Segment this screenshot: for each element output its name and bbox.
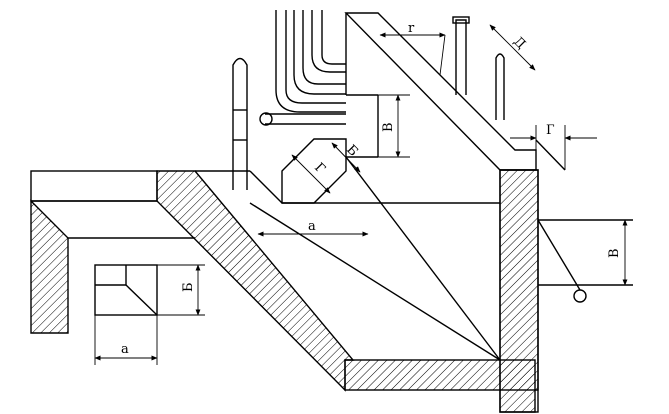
- label-b-box: Б: [181, 282, 196, 292]
- label-d-top: Д: [510, 34, 528, 52]
- diagonal-duct-body: [156, 170, 501, 392]
- dim-v-upper: В: [378, 94, 410, 158]
- vertical-riser-left: [232, 57, 248, 190]
- label-r-top: r: [408, 21, 415, 36]
- dim-a-box: a: [94, 315, 158, 365]
- dim-d-top: Д: [489, 24, 536, 71]
- pipe-bundle: [275, 10, 346, 113]
- dim-v-right: В: [607, 219, 628, 286]
- left-horizontal-duct: [30, 170, 195, 334]
- dim-g-diag: Г Б: [281, 138, 361, 204]
- dim-a-pipe: a: [257, 219, 369, 237]
- dim-r-top: r: [379, 21, 446, 76]
- label-g-right: Г: [311, 160, 328, 177]
- horizontal-pipe: [259, 112, 346, 126]
- label-v-upper: В: [381, 122, 396, 132]
- right-vertical-wall: [499, 169, 633, 413]
- detail-box: [94, 264, 158, 316]
- label-v-right: В: [607, 248, 622, 258]
- dim-g-upper: Г: [510, 123, 597, 170]
- vertical-riser-right: [452, 16, 505, 120]
- label-a-box: a: [121, 342, 129, 357]
- dim-b-box: Б: [157, 264, 205, 316]
- label-g-upper: Г: [546, 123, 555, 138]
- label-a-pipe: a: [308, 219, 316, 234]
